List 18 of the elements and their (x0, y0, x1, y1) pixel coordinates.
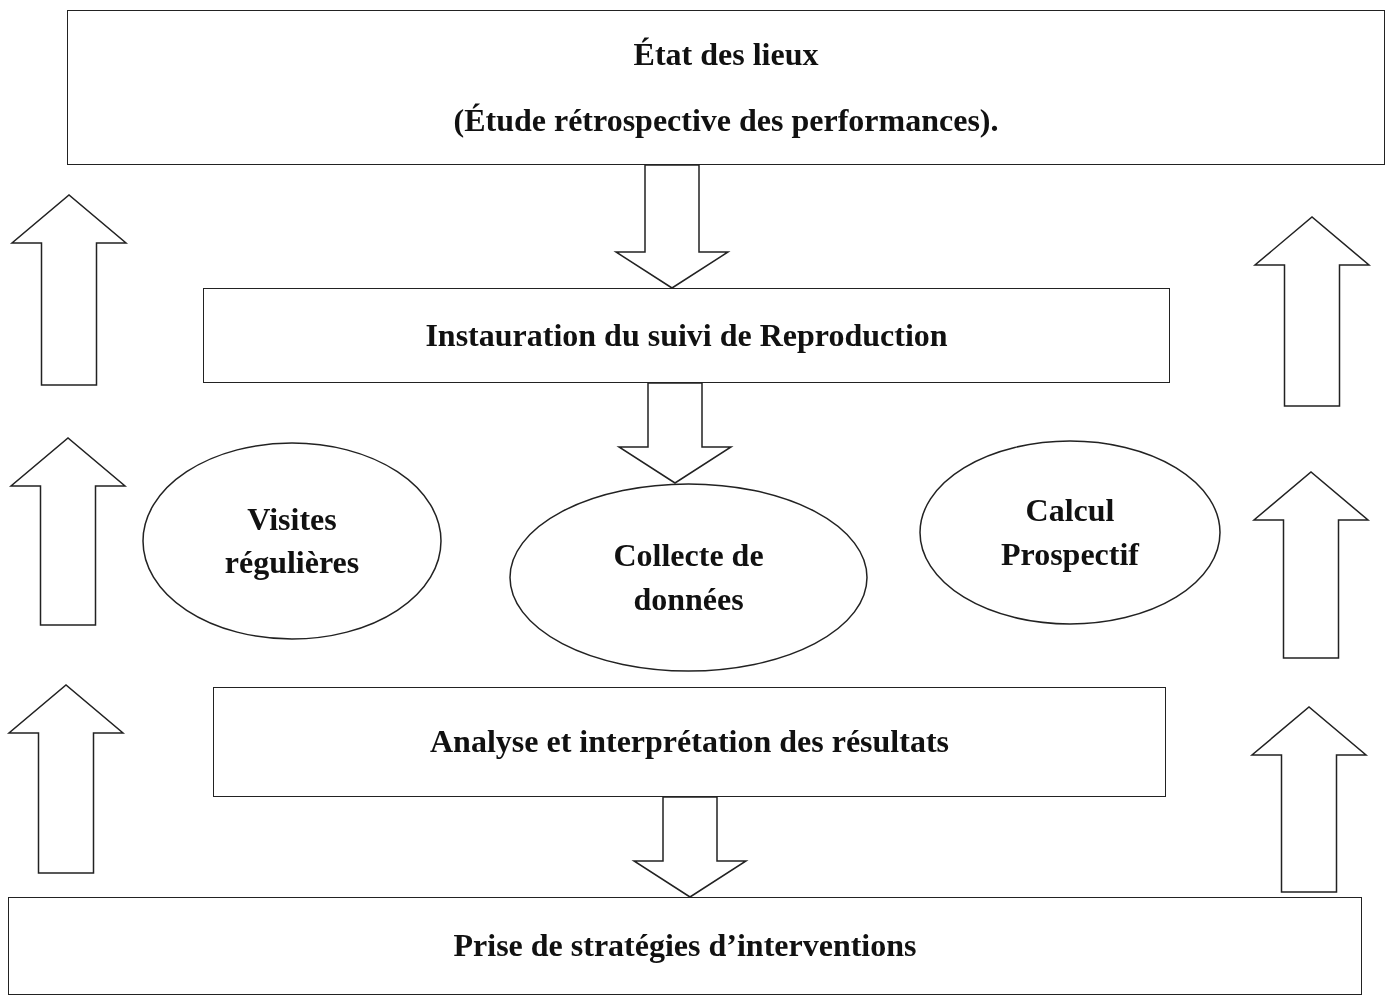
block-arrow (616, 382, 734, 484)
block-arrow (631, 796, 749, 898)
node-text: Collecte de données (612, 536, 765, 619)
process-box (8, 897, 1362, 995)
process-ellipse (509, 483, 868, 672)
node-text: Analyse et interprétation des résultats (430, 722, 949, 762)
node-text: Prise de stratégies d’interventions (453, 926, 917, 966)
node-text: (Étude rétrospective des performances). (453, 100, 999, 140)
node-text: État des lieux (633, 35, 819, 75)
process-box (213, 687, 1166, 797)
node-text: Instauration du suivi de Reproduction (425, 315, 948, 355)
node-text: Visites régulières (223, 499, 361, 582)
process-box (203, 288, 1170, 383)
process-box (67, 10, 1385, 165)
node-text: Calcul Prospectif (1000, 491, 1141, 574)
block-arrow (613, 164, 731, 289)
process-ellipse (919, 440, 1221, 625)
process-ellipse (142, 442, 442, 640)
